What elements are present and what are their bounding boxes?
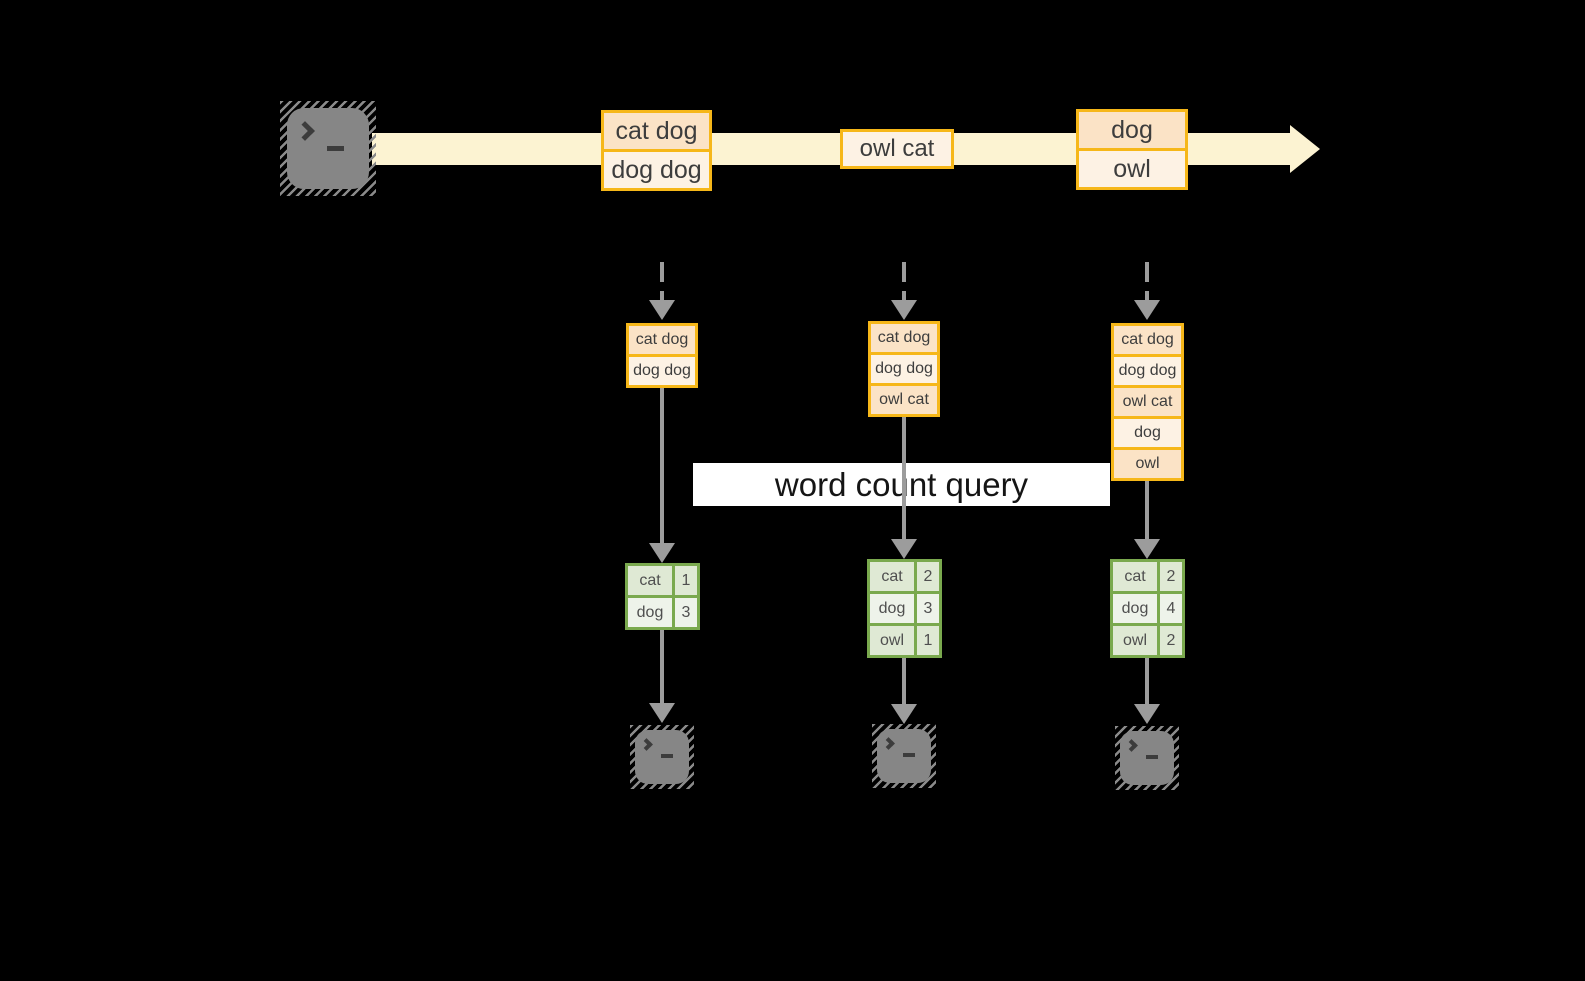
word-cell: cat (628, 566, 672, 595)
arrow-head (649, 543, 675, 563)
stream-batch-3: dog owl (1076, 109, 1188, 190)
arrow-line (902, 262, 906, 300)
state-to-count-arrow-1 (649, 388, 675, 563)
count-cell: 2 (1160, 562, 1182, 591)
state-record: cat dog (871, 324, 937, 352)
arrow-head (649, 300, 675, 320)
terminal-prompt-underscore-icon (903, 753, 915, 757)
arrow-head (891, 704, 917, 724)
count-cell: 2 (917, 562, 939, 591)
state-box-1: cat dog dog dog (626, 323, 698, 388)
query-label: word count query (693, 463, 1110, 506)
arrow-line (1145, 262, 1149, 300)
count-cell: 3 (917, 594, 939, 623)
state-box-3: cat dog dog dog owl cat dog owl (1111, 323, 1184, 481)
terminal-prompt-underscore-icon (1146, 755, 1158, 759)
word-cell: owl (870, 626, 914, 655)
state-record: owl cat (871, 386, 937, 414)
count-to-output-arrow-2 (891, 658, 917, 724)
output-terminal-icon-2 (872, 724, 936, 788)
batch-to-state-arrow-2 (891, 262, 917, 320)
state-to-count-arrow-3 (1134, 481, 1160, 559)
count-table-2: cat 2 dog 3 owl 1 (867, 559, 942, 658)
word-cell: cat (1113, 562, 1157, 591)
stream-record: owl (1079, 151, 1185, 187)
state-record: dog dog (871, 355, 937, 383)
state-record: dog dog (1114, 357, 1181, 385)
count-cell: 4 (1160, 594, 1182, 623)
output-terminal-icon-3 (1115, 726, 1179, 790)
output-terminal-icon-1 (630, 725, 694, 789)
stream-arrow-head (1290, 125, 1320, 173)
stream-batch-1: cat dog dog dog (601, 110, 712, 191)
stream-batch-2: owl cat (840, 129, 954, 169)
arrow-line (660, 262, 664, 300)
count-to-output-arrow-1 (649, 630, 675, 723)
state-record: dog dog (629, 357, 695, 385)
word-cell: dog (628, 598, 672, 627)
stream-record: dog (1079, 112, 1185, 148)
arrow-line (1145, 658, 1149, 704)
arrow-line (660, 388, 664, 543)
arrow-line (902, 658, 906, 704)
count-table-1: cat 1 dog 3 (625, 563, 700, 630)
count-table-3: cat 2 dog 4 owl 2 (1110, 559, 1185, 658)
word-cell: cat (870, 562, 914, 591)
stream-record: cat dog (604, 113, 709, 149)
arrow-line (1145, 481, 1149, 539)
batch-to-state-arrow-3 (1134, 262, 1160, 320)
count-cell: 1 (675, 566, 697, 595)
count-cell: 3 (675, 598, 697, 627)
word-cell: owl (1113, 626, 1157, 655)
stream-record: dog dog (604, 152, 709, 188)
terminal-prompt-underscore-icon (327, 146, 344, 151)
stream-record: owl cat (843, 132, 951, 166)
arrow-head (1134, 704, 1160, 724)
terminal-prompt-underscore-icon (661, 754, 673, 758)
arrow-line (902, 417, 906, 539)
count-to-output-arrow-3 (1134, 658, 1160, 724)
arrow-head (1134, 300, 1160, 320)
count-cell: 2 (1160, 626, 1182, 655)
arrow-line (660, 630, 664, 703)
state-to-count-arrow-2 (891, 417, 917, 559)
state-box-2: cat dog dog dog owl cat (868, 321, 940, 417)
arrow-head (891, 300, 917, 320)
state-record: dog (1114, 419, 1181, 447)
state-record: owl cat (1114, 388, 1181, 416)
state-record: cat dog (629, 326, 695, 354)
state-record: owl (1114, 450, 1181, 478)
arrow-head (649, 703, 675, 723)
count-cell: 1 (917, 626, 939, 655)
source-terminal-icon (280, 101, 376, 196)
state-record: cat dog (1114, 326, 1181, 354)
arrow-head (891, 539, 917, 559)
arrow-head (1134, 539, 1160, 559)
word-cell: dog (870, 594, 914, 623)
batch-to-state-arrow-1 (649, 262, 675, 320)
word-cell: dog (1113, 594, 1157, 623)
